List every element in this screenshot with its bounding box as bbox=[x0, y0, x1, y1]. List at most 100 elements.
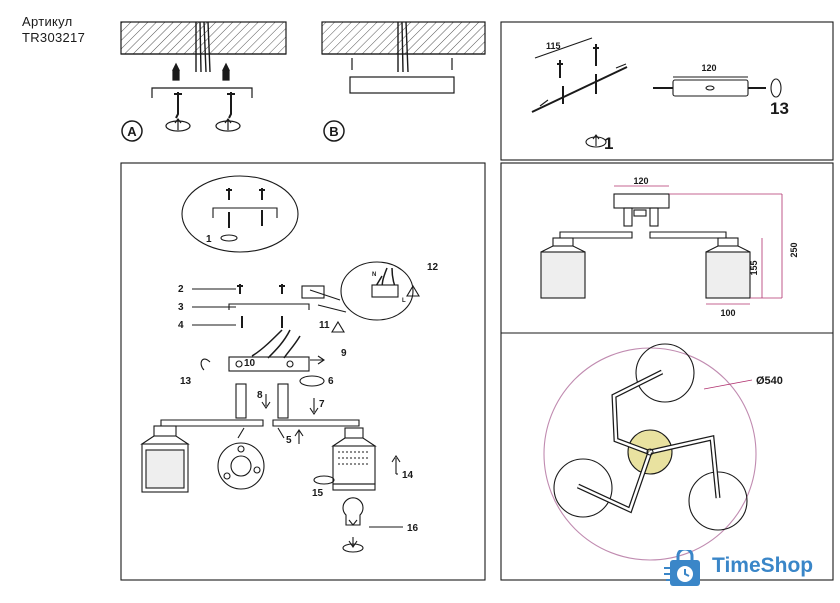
frame-top-right bbox=[500, 21, 834, 161]
bubble-bracket bbox=[212, 207, 278, 218]
callout-3: 3 bbox=[178, 302, 184, 313]
plan-arm-top-inner bbox=[612, 370, 663, 454]
bulb-filament bbox=[348, 519, 358, 526]
warning-triangle-a bbox=[406, 284, 420, 297]
callout-14: 14 bbox=[402, 470, 414, 481]
dim-100-label: 100 bbox=[720, 308, 735, 318]
canopy-bolt-right bbox=[286, 360, 294, 368]
arm-arrows bbox=[237, 427, 285, 439]
step-side-label: 13 bbox=[770, 99, 789, 118]
step-main-label: 1 bbox=[604, 134, 613, 153]
callout-labels: 1 2 3 4 5 6 7 8 9 10 11 12 13 14 15 16 bbox=[178, 234, 439, 534]
arrow-9 bbox=[310, 355, 325, 365]
arrow-14 bbox=[391, 455, 401, 474]
callout-5: 5 bbox=[286, 435, 292, 446]
ceiling-hatch-b bbox=[321, 21, 486, 55]
arrow-7 bbox=[309, 398, 319, 415]
callout-6: 6 bbox=[328, 376, 334, 387]
bubble-rotate bbox=[220, 234, 238, 242]
canopy-bolt-left bbox=[235, 360, 243, 368]
rotate-step1-arrow bbox=[592, 134, 600, 146]
terminal-main bbox=[301, 285, 325, 299]
panel-dimensions bbox=[500, 162, 834, 581]
callout-15: 15 bbox=[312, 488, 324, 499]
plan-shade-left bbox=[553, 458, 613, 518]
dowel-left bbox=[172, 62, 180, 81]
rod-left bbox=[235, 383, 247, 419]
shade-cap-right bbox=[344, 427, 364, 439]
badge-circle-b bbox=[323, 120, 345, 142]
rotate-16 bbox=[342, 543, 364, 553]
shade-right-base bbox=[332, 483, 376, 491]
mounting-bracket bbox=[151, 87, 253, 98]
bubble-dowels bbox=[226, 188, 265, 200]
callout-11: 11 bbox=[319, 320, 330, 331]
dim-bracket-label: 115 bbox=[546, 41, 561, 51]
callout-16: 16 bbox=[407, 523, 419, 534]
shade-right-pattern bbox=[338, 451, 370, 465]
shade-neck-right bbox=[331, 437, 377, 447]
brand-logo: TimeShop bbox=[664, 548, 840, 598]
dimension-lines bbox=[614, 185, 783, 305]
dim-shade-left bbox=[540, 251, 586, 299]
brand-name: TimeShop bbox=[712, 554, 814, 577]
arrow-5 bbox=[294, 429, 304, 444]
callout-4: 4 bbox=[178, 320, 184, 331]
bracket-main bbox=[228, 303, 310, 310]
bulb bbox=[342, 497, 364, 526]
mains-cable bbox=[195, 21, 211, 73]
arm-bar bbox=[160, 419, 360, 427]
plan-shade-right bbox=[688, 471, 748, 531]
callout-12: 12 bbox=[427, 262, 439, 273]
ring-washer bbox=[217, 442, 265, 490]
shade-cap-left bbox=[153, 425, 177, 437]
panel-top-right bbox=[500, 21, 834, 161]
detail-bubble bbox=[181, 175, 299, 253]
dim-neck-right bbox=[705, 245, 751, 253]
rod-right bbox=[277, 383, 289, 419]
plate-top-right bbox=[672, 79, 749, 97]
dowel-right bbox=[222, 62, 230, 81]
wiring-bubble bbox=[340, 261, 414, 321]
plan-shade-top bbox=[635, 343, 695, 403]
plan-arm-left-inner bbox=[577, 451, 652, 512]
mounting-plate-b bbox=[349, 76, 455, 94]
plan-arm-right-inner bbox=[649, 436, 720, 499]
rotate-6 bbox=[299, 375, 325, 387]
dim-canopy-rod-left bbox=[623, 207, 633, 227]
rotate-up-right bbox=[224, 118, 232, 130]
bracket-dowels bbox=[557, 44, 599, 78]
dowels-main bbox=[237, 284, 285, 294]
dim-120-label: 120 bbox=[633, 176, 648, 186]
dim-canopy-knob bbox=[633, 209, 647, 217]
dim-250-label: 250 bbox=[789, 242, 799, 257]
plate-hole bbox=[705, 85, 715, 91]
bracket-arrows bbox=[539, 63, 627, 107]
bracket-screws bbox=[562, 74, 597, 104]
plan-center bbox=[646, 448, 654, 456]
screw-left bbox=[174, 92, 182, 119]
panel-a bbox=[120, 21, 287, 142]
article-label: Артикул bbox=[22, 14, 73, 29]
rotate-up-left bbox=[174, 118, 182, 130]
mains-cable-b bbox=[397, 21, 409, 73]
callout-2: 2 bbox=[178, 284, 184, 295]
rotate-15 bbox=[313, 475, 335, 485]
screws-main bbox=[241, 316, 283, 328]
dim-shade-right bbox=[705, 251, 751, 299]
plate-legs bbox=[351, 58, 453, 70]
wiring-bubble-pointer bbox=[309, 289, 347, 313]
bubble-screws bbox=[228, 210, 263, 228]
callout-9: 9 bbox=[341, 348, 347, 359]
bag-clock-icon bbox=[664, 550, 700, 586]
arrow-16 bbox=[348, 537, 358, 548]
callout-1: 1 bbox=[206, 234, 212, 245]
ring-dot-1 bbox=[237, 445, 245, 453]
plan-diameter-label: Ø540 bbox=[756, 375, 783, 387]
dim-canopy-rod-right bbox=[649, 207, 659, 227]
callout-10: 10 bbox=[244, 358, 256, 369]
dim-canopy bbox=[613, 193, 670, 209]
callout-8: 8 bbox=[257, 390, 263, 401]
arrow-8 bbox=[261, 394, 271, 409]
panel-b bbox=[321, 21, 486, 142]
